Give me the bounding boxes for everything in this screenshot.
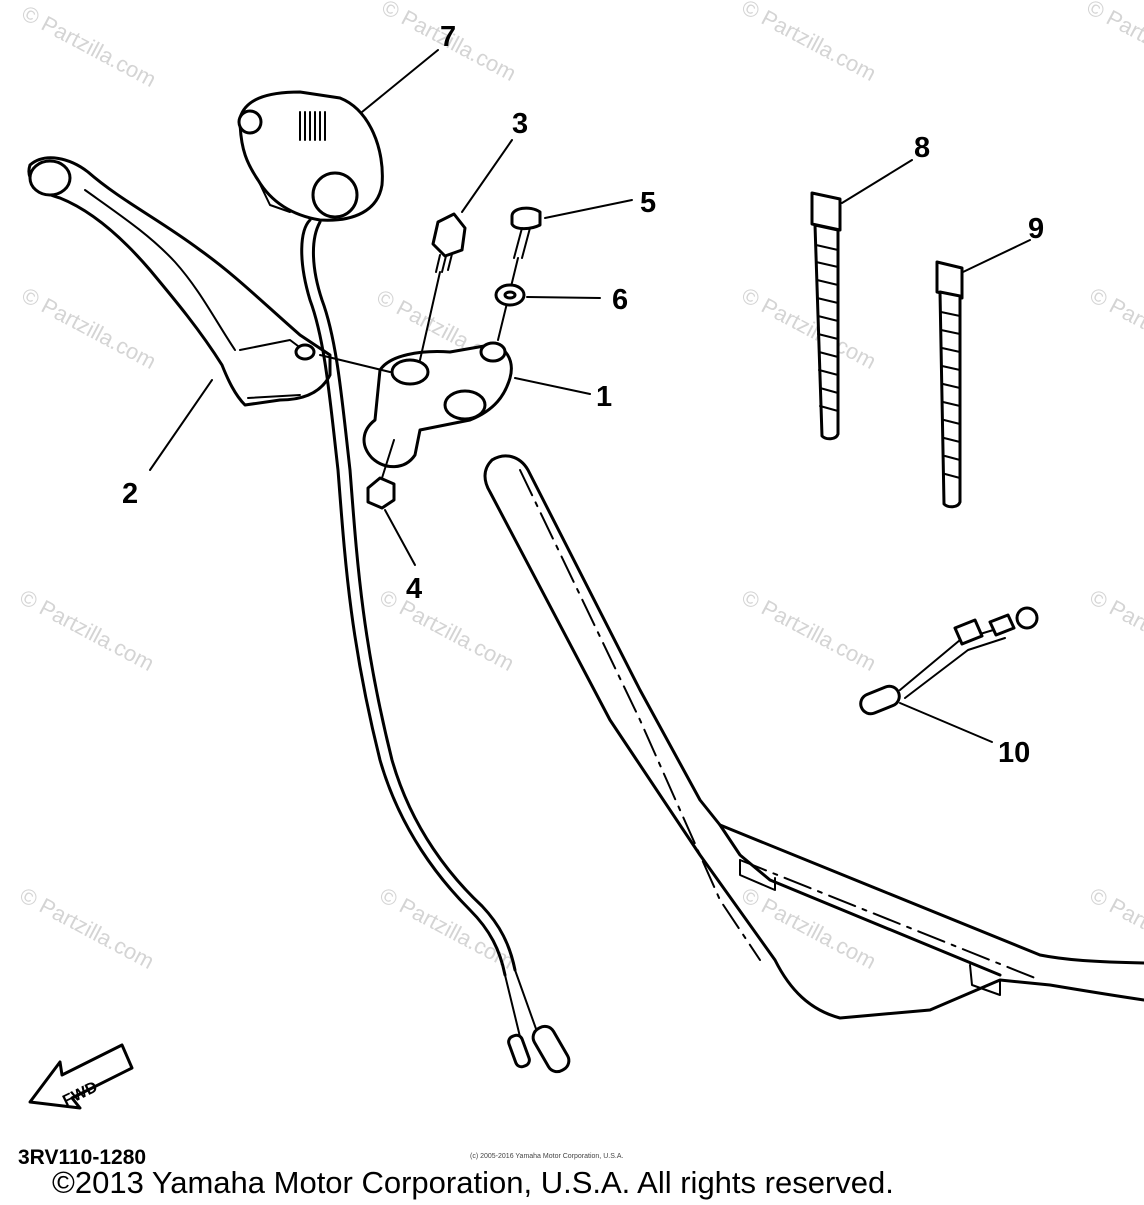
watermark: © Partzilla.com [18, 282, 161, 374]
diagram-code: 3RV110-1280 [18, 1146, 146, 1169]
lead-wire [859, 606, 1039, 716]
callout-9: 9 [1028, 213, 1044, 245]
copyright-notice: ©2013 Yamaha Motor Corporation, U.S.A. A… [52, 1165, 894, 1200]
switch-assembly [237, 90, 571, 1074]
callout-4: 4 [406, 573, 422, 605]
forward-arrow: FWD [28, 1043, 134, 1110]
callout-10: 10 [998, 737, 1030, 769]
nut-4 [366, 439, 396, 510]
callout-7: 7 [440, 21, 456, 53]
cable-tie-8 [810, 191, 842, 441]
clutch-lever [27, 156, 332, 407]
lever-bracket [319, 341, 513, 469]
watermark: © Partzilla.com [376, 882, 519, 974]
watermark: © Partzilla.com [1083, 0, 1144, 86]
watermark: © Partzilla.com [1086, 282, 1144, 374]
callout-2: 2 [122, 478, 138, 510]
handlebar [483, 454, 1144, 1020]
watermark: © Partzilla.com [738, 282, 881, 374]
callout-5: 5 [640, 187, 656, 219]
washer-6 [494, 283, 526, 307]
watermark: © Partzilla.com [16, 584, 159, 676]
watermark: © Partzilla.com [16, 882, 159, 974]
bolt-5 [497, 206, 542, 341]
callout-labels: 1 2 3 4 5 6 7 8 9 10 [122, 21, 1044, 769]
cable-tie-9 [935, 260, 964, 509]
watermark-layer: © Partzilla.com © Partzilla.com © Partzi… [16, 0, 1144, 974]
watermark: © Partzilla.com [18, 0, 161, 92]
callout-3: 3 [512, 108, 528, 140]
watermark: © Partzilla.com [738, 0, 881, 86]
callout-1: 1 [596, 381, 612, 413]
bolt-3 [419, 212, 467, 361]
watermark: © Partzilla.com [376, 584, 519, 676]
callout-8: 8 [914, 132, 930, 164]
callout-6: 6 [612, 284, 628, 316]
watermark: © Partzilla.com [1086, 584, 1144, 676]
leader-lines [149, 49, 1031, 743]
small-print: (c) 2005-2016 Yamaha Motor Corporation, … [470, 1153, 623, 1160]
watermark: © Partzilla.com [738, 584, 881, 676]
